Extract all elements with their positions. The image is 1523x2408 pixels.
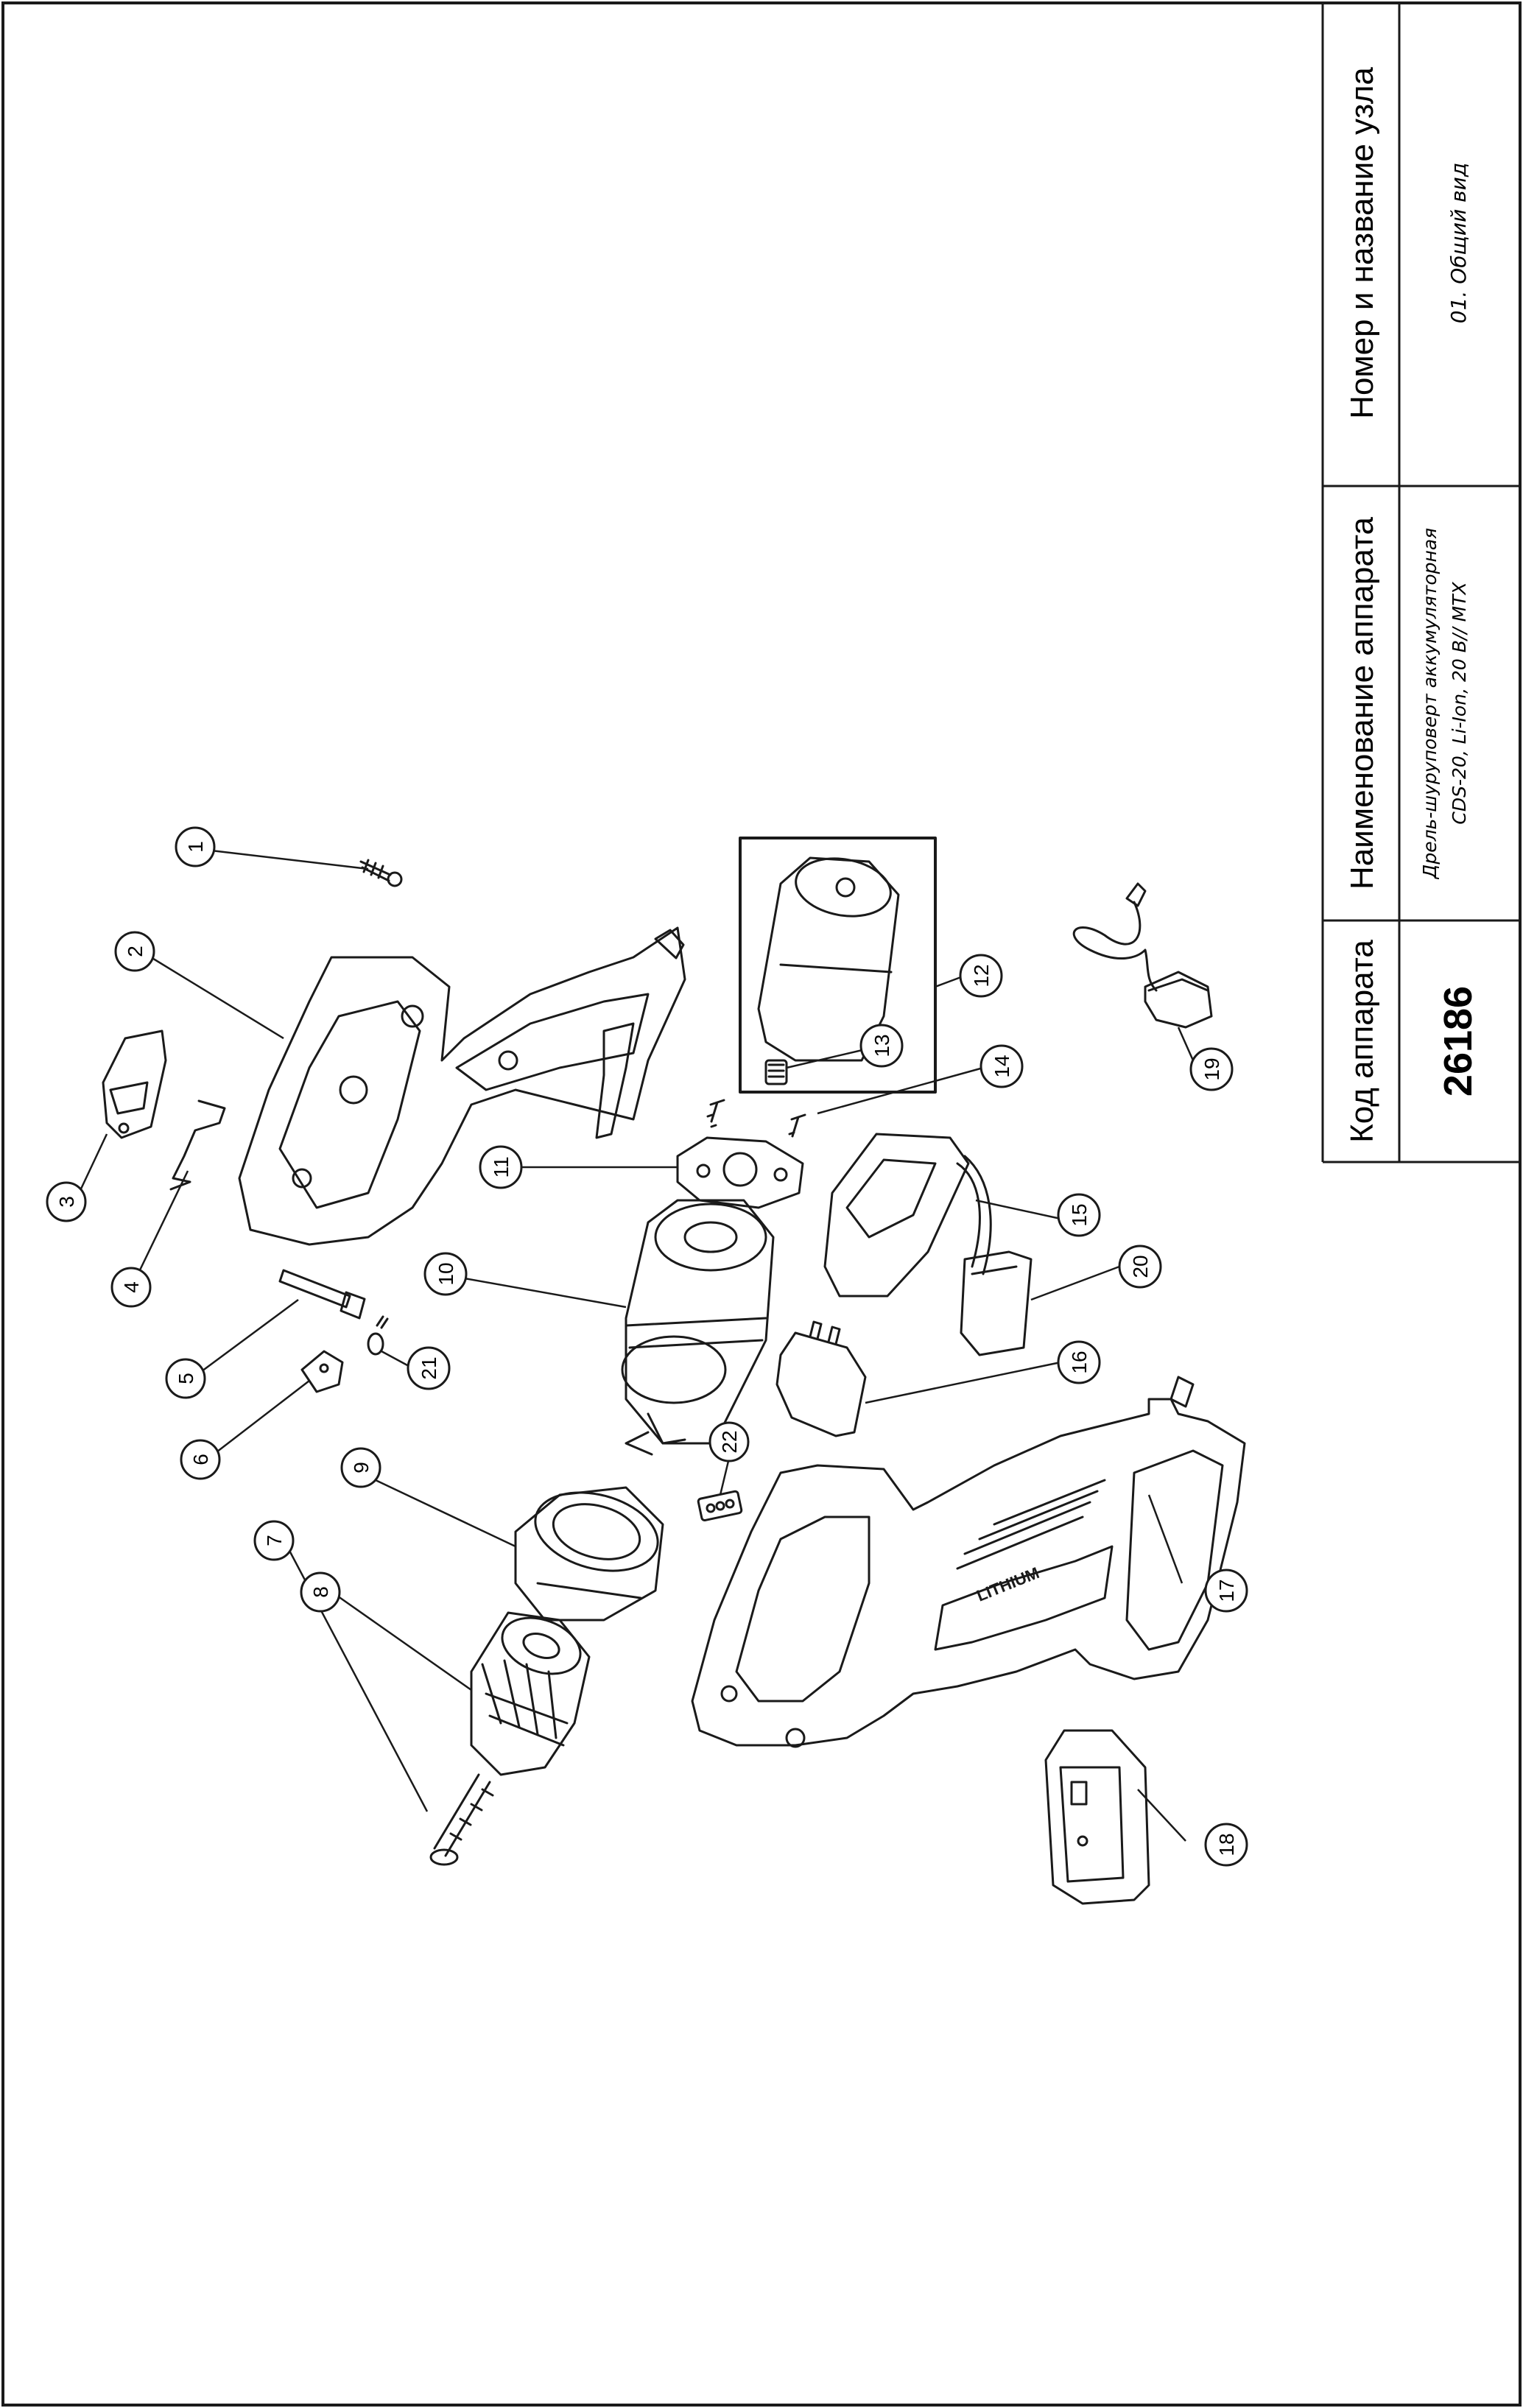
part-10-gearbox xyxy=(621,1199,775,1456)
callout-20: 20 xyxy=(1118,1245,1162,1289)
callout-17: 17 xyxy=(1204,1569,1248,1613)
callout-6-label: 6 xyxy=(189,1454,212,1465)
callout-5-label: 5 xyxy=(175,1373,197,1384)
part-13-pinion xyxy=(764,1059,788,1085)
callout-22: 22 xyxy=(708,1421,750,1462)
code-header: Код аппарата xyxy=(1344,940,1380,1143)
part-3-switch-cover xyxy=(102,1029,167,1139)
part-12-motor xyxy=(739,837,937,1094)
callout-16: 16 xyxy=(1057,1340,1101,1384)
callout-12-label: 12 xyxy=(970,964,993,987)
callout-19-label: 19 xyxy=(1200,1057,1223,1080)
callout-5: 5 xyxy=(165,1358,206,1399)
callout-11: 11 xyxy=(479,1145,523,1189)
callout-1: 1 xyxy=(175,826,216,867)
part-9-torque-collar xyxy=(514,1486,664,1622)
title-block: Код аппарата 26186 Наименование аппарата… xyxy=(1321,3,1520,1163)
callout-13-label: 13 xyxy=(870,1034,893,1057)
callout-4: 4 xyxy=(110,1267,152,1308)
callout-10: 10 xyxy=(423,1252,468,1296)
callout-22-label: 22 xyxy=(718,1430,741,1453)
callout-6: 6 xyxy=(180,1439,221,1480)
code-value: 26186 xyxy=(1436,986,1480,1096)
name-value-line1: Дрель-шуруповерт аккумуляторная xyxy=(1419,528,1441,879)
callout-2-label: 2 xyxy=(124,946,147,957)
part-1-screw xyxy=(359,859,403,887)
part-2-housing-left xyxy=(238,926,686,1246)
part-22-terminal xyxy=(697,1490,743,1522)
callout-2: 2 xyxy=(114,931,155,972)
callout-1-label: 1 xyxy=(184,841,207,853)
callout-13: 13 xyxy=(859,1024,904,1068)
callout-group: 1 2 3 4 5 6 7 8 9 10 11 12 13 14 15 16 1… xyxy=(46,826,1248,1867)
part-5-pin xyxy=(278,1269,366,1320)
callout-19: 19 xyxy=(1189,1047,1234,1091)
callout-8-label: 8 xyxy=(309,1586,332,1598)
callout-18-label: 18 xyxy=(1215,1833,1238,1856)
part-4-spring-clip xyxy=(169,1099,226,1191)
callout-21: 21 xyxy=(407,1346,451,1390)
part-8-chuck xyxy=(470,1611,591,1776)
node-header: Номер и название узла xyxy=(1344,67,1380,419)
callout-15: 15 xyxy=(1057,1193,1101,1237)
callout-10-label: 10 xyxy=(435,1262,457,1285)
callout-11-label: 11 xyxy=(490,1156,513,1177)
part-17-housing-right xyxy=(691,1376,1246,1748)
callout-9-label: 9 xyxy=(350,1462,373,1474)
callout-17-label: 17 xyxy=(1215,1579,1238,1602)
name-value-line2: CDS-20, Li-Ion, 20 B// MTX xyxy=(1449,581,1470,824)
part-16-switch-block xyxy=(775,1320,867,1437)
callout-14: 14 xyxy=(979,1044,1024,1088)
part-11-motor-plate xyxy=(676,1136,804,1209)
part-21-small-spring xyxy=(367,1315,389,1356)
callout-7: 7 xyxy=(253,1520,295,1561)
callout-4-label: 4 xyxy=(120,1281,143,1293)
node-value: 01. Общий вид xyxy=(1446,163,1471,323)
leader-lines xyxy=(76,849,1195,1842)
part-15-switch xyxy=(823,1133,992,1298)
part-18-battery xyxy=(1044,1729,1150,1905)
callout-20-label: 20 xyxy=(1129,1255,1152,1278)
callout-18: 18 xyxy=(1204,1823,1248,1867)
callout-3: 3 xyxy=(46,1181,87,1222)
part-20-bracket xyxy=(960,1250,1033,1356)
callout-16-label: 16 xyxy=(1068,1351,1091,1373)
part-7-long-screw xyxy=(429,1773,494,1866)
callout-9: 9 xyxy=(340,1447,381,1488)
part-19-charger xyxy=(1072,882,1213,1029)
callout-3-label: 3 xyxy=(55,1196,78,1208)
callout-12: 12 xyxy=(959,954,1003,998)
callout-21-label: 21 xyxy=(418,1356,440,1379)
battery-brand-label: LITHIUM xyxy=(974,1563,1042,1605)
part-6-clip xyxy=(300,1350,344,1393)
callout-14-label: 14 xyxy=(991,1055,1013,1077)
name-header: Наименование аппарата xyxy=(1344,517,1380,890)
callout-15-label: 15 xyxy=(1068,1203,1091,1226)
part-14-screws xyxy=(706,1099,806,1138)
callout-8: 8 xyxy=(300,1571,341,1613)
callout-7-label: 7 xyxy=(263,1535,286,1546)
